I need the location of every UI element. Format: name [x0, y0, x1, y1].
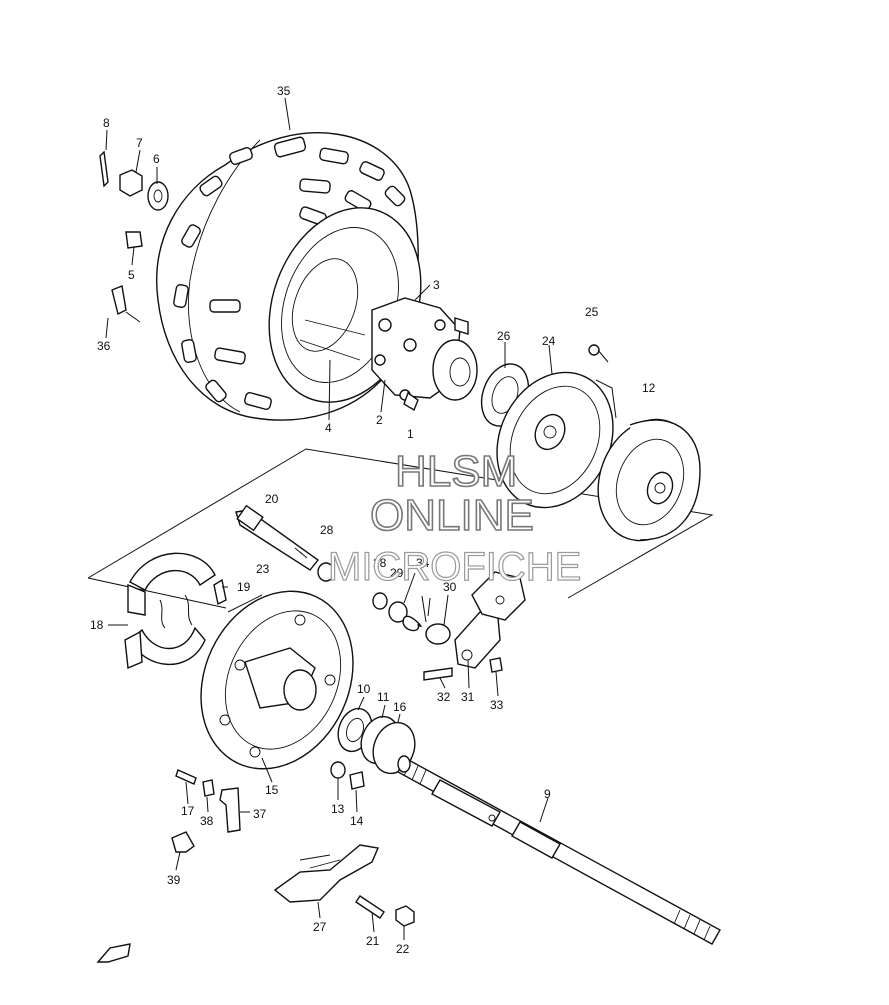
- callout-14: 14: [350, 814, 364, 828]
- callout-16: 16: [393, 700, 407, 714]
- nut-33: [489, 657, 503, 673]
- nut-5: [125, 231, 143, 249]
- brake-drum-cover: [496, 344, 617, 509]
- callout-32: 32: [437, 690, 451, 704]
- clamp-39: [171, 831, 195, 853]
- callout-27: 27: [313, 920, 327, 934]
- callout-29: 29: [390, 566, 404, 580]
- callout-7: 7: [136, 136, 143, 150]
- washer-29: [388, 601, 408, 623]
- callout-13: 13: [331, 802, 345, 816]
- bolt-25: [588, 344, 600, 356]
- hub-boss: [432, 339, 478, 401]
- plate-30: [425, 623, 451, 645]
- callout-28: 28: [320, 523, 334, 537]
- hose-37: [219, 787, 241, 833]
- spring-34: [402, 615, 422, 632]
- callout-20: 20: [265, 492, 279, 506]
- callout-2: 2: [376, 413, 383, 427]
- watermark-line3: MICROFICHE: [328, 545, 581, 589]
- callout-22: 22: [396, 942, 410, 956]
- brake-shoes: [124, 552, 216, 670]
- brake-cam-shaft: [235, 504, 335, 582]
- callout-8: 8: [103, 116, 110, 130]
- brake-panel: [200, 578, 354, 770]
- callout-25: 25: [585, 305, 599, 319]
- callout-24: 24: [542, 334, 556, 348]
- callout-17: 17: [181, 804, 195, 818]
- valve-stem: [111, 285, 127, 316]
- leader-lines: [105, 97, 609, 940]
- wheel-hardware: [99, 150, 169, 323]
- washer-13: [330, 761, 346, 779]
- brake-lever-assembly: [372, 571, 526, 681]
- callout-34: 34: [416, 556, 430, 570]
- watermark-line2: ONLINE: [370, 491, 534, 540]
- tire-tread: [173, 136, 406, 410]
- nut-14: [349, 771, 365, 790]
- bearing-seals: [330, 707, 416, 790]
- callout-37: 37: [253, 807, 267, 821]
- brake-drum: [597, 418, 701, 542]
- callout-28b: 28: [373, 556, 387, 570]
- hub: [371, 297, 478, 412]
- callout-30: 30: [443, 580, 457, 594]
- bracket-hardware: [273, 844, 415, 927]
- callout-18: 18: [90, 618, 104, 632]
- hub-bolt: [454, 317, 469, 335]
- callout-26: 26: [497, 329, 511, 343]
- nut-38: [202, 779, 215, 797]
- callout-9: 9: [544, 787, 551, 801]
- callout-19: 19: [237, 580, 251, 594]
- callout-6: 6: [153, 152, 160, 166]
- callout-11: 11: [377, 690, 390, 704]
- oring-28: [317, 562, 335, 582]
- clip-17: [175, 769, 197, 785]
- watermark-line1: HLSM: [395, 447, 517, 496]
- callout-33: 33: [490, 698, 504, 712]
- bracket-27: [273, 844, 379, 903]
- oring-28b: [372, 592, 388, 610]
- callout-5: 5: [128, 268, 135, 282]
- callout-21: 21: [366, 934, 380, 948]
- callout-31: 31: [461, 690, 475, 704]
- washer-6: [147, 181, 169, 211]
- callout-39: 39: [167, 873, 181, 887]
- callout-4: 4: [325, 421, 332, 435]
- cotter-pin: [99, 150, 109, 188]
- callout-3: 3: [433, 278, 440, 292]
- lever-31: [454, 611, 501, 669]
- fwd-arrow: FWD: [96, 943, 131, 963]
- callouts: 35 8 7 6 5 36 4 3 2 1 26 24 25 12 20 28 …: [90, 84, 656, 956]
- callout-38: 38: [200, 814, 214, 828]
- callout-23: 23: [256, 562, 270, 576]
- callout-35: 35: [277, 84, 291, 98]
- bolt-21: [355, 895, 385, 919]
- callout-1: 1: [407, 427, 414, 441]
- watermark: HLSM ONLINE MICROFICHE: [327, 446, 582, 589]
- callout-10: 10: [357, 682, 371, 696]
- bolt-32: [423, 667, 453, 681]
- spring-19: [213, 578, 227, 606]
- callout-15: 15: [265, 783, 279, 797]
- hub-stud: [378, 318, 392, 332]
- rear-axle: [397, 755, 721, 945]
- bottom-left-hardware: [171, 769, 241, 853]
- callout-36: 36: [97, 339, 111, 353]
- shoe-spring: [159, 599, 166, 629]
- nut-22: [395, 905, 415, 927]
- callout-12: 12: [642, 381, 656, 395]
- castle-nut: [119, 169, 143, 197]
